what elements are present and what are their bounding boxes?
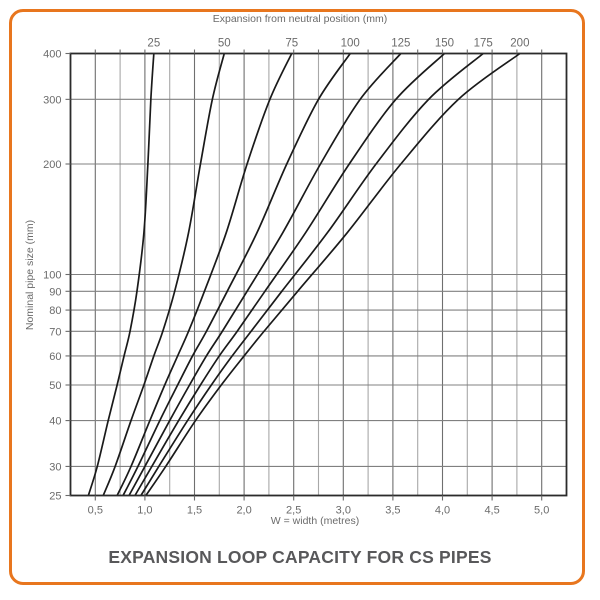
x-tick-label: 2,5 (286, 505, 301, 517)
expansion-curve (140, 52, 484, 496)
expansion-curve (87, 53, 155, 496)
expansion-curve (128, 52, 402, 496)
top-axis-title: Expansion from neutral position (mm) (213, 13, 388, 25)
x-tick-label: 3,5 (385, 505, 400, 517)
x-tick-label: 0,5 (88, 505, 103, 517)
x-tick-label: 3,0 (336, 505, 351, 517)
y-tick-label: 40 (49, 416, 61, 428)
x-tick-label: 1,5 (187, 505, 202, 517)
curve-label: 25 (147, 38, 160, 50)
curve-value-labels: 25 50 75 100 125 150 175 200 (147, 38, 529, 50)
curve-label: 150 (435, 38, 454, 50)
y-tick-label: 90 (49, 286, 61, 298)
curve-label: 125 (391, 38, 410, 50)
top-axis-ticks (94, 49, 543, 54)
page-title: EXPANSION LOOP CAPACITY FOR CS PIPES (108, 547, 491, 567)
y-tick-label: 80 (49, 305, 61, 317)
x-tick-label: 4,5 (484, 505, 499, 517)
curve-label: 75 (285, 38, 298, 50)
y-tick-label: 300 (43, 94, 61, 106)
y-tick-label: 400 (43, 49, 61, 61)
curve-label: 175 (474, 38, 493, 50)
y-axis-title: Nominal pipe size (mm) (24, 220, 36, 330)
x-tick-label: 1,0 (137, 505, 152, 517)
y-tick-label: 60 (49, 351, 61, 363)
expansion-curve (122, 53, 351, 496)
x-axis-tick-labels: 0,5 1,0 1,5 2,0 2,5 3,0 3,5 4,0 4,5 5,0 (88, 505, 550, 517)
curve-label: 50 (218, 38, 231, 50)
y-tick-label: 50 (49, 380, 61, 392)
expansion-curve (102, 53, 226, 496)
y-axis-ticks (65, 52, 71, 497)
curve-label: 100 (341, 38, 360, 50)
x-tick-label: 5,0 (534, 505, 549, 517)
y-tick-label: 25 (49, 491, 61, 503)
y-tick-label: 200 (43, 159, 61, 171)
expansion-curve (116, 53, 293, 496)
curve-label: 200 (510, 38, 529, 50)
y-axis-tick-labels: 25 30 40 50 60 70 80 90 100 200 300 400 (43, 49, 61, 503)
x-tick-label: 4,0 (435, 505, 450, 517)
expansion-curve (134, 52, 446, 496)
y-tick-label: 30 (49, 461, 61, 473)
expansion-curves (87, 52, 521, 496)
expansion-curve (145, 52, 521, 496)
y-tick-label: 100 (43, 270, 61, 282)
y-tick-label: 70 (49, 326, 61, 338)
x-axis-ticks (94, 495, 543, 501)
x-axis-title: W = width (metres) (271, 515, 359, 527)
chart-card-border (9, 9, 585, 585)
x-tick-label: 2,0 (236, 505, 251, 517)
